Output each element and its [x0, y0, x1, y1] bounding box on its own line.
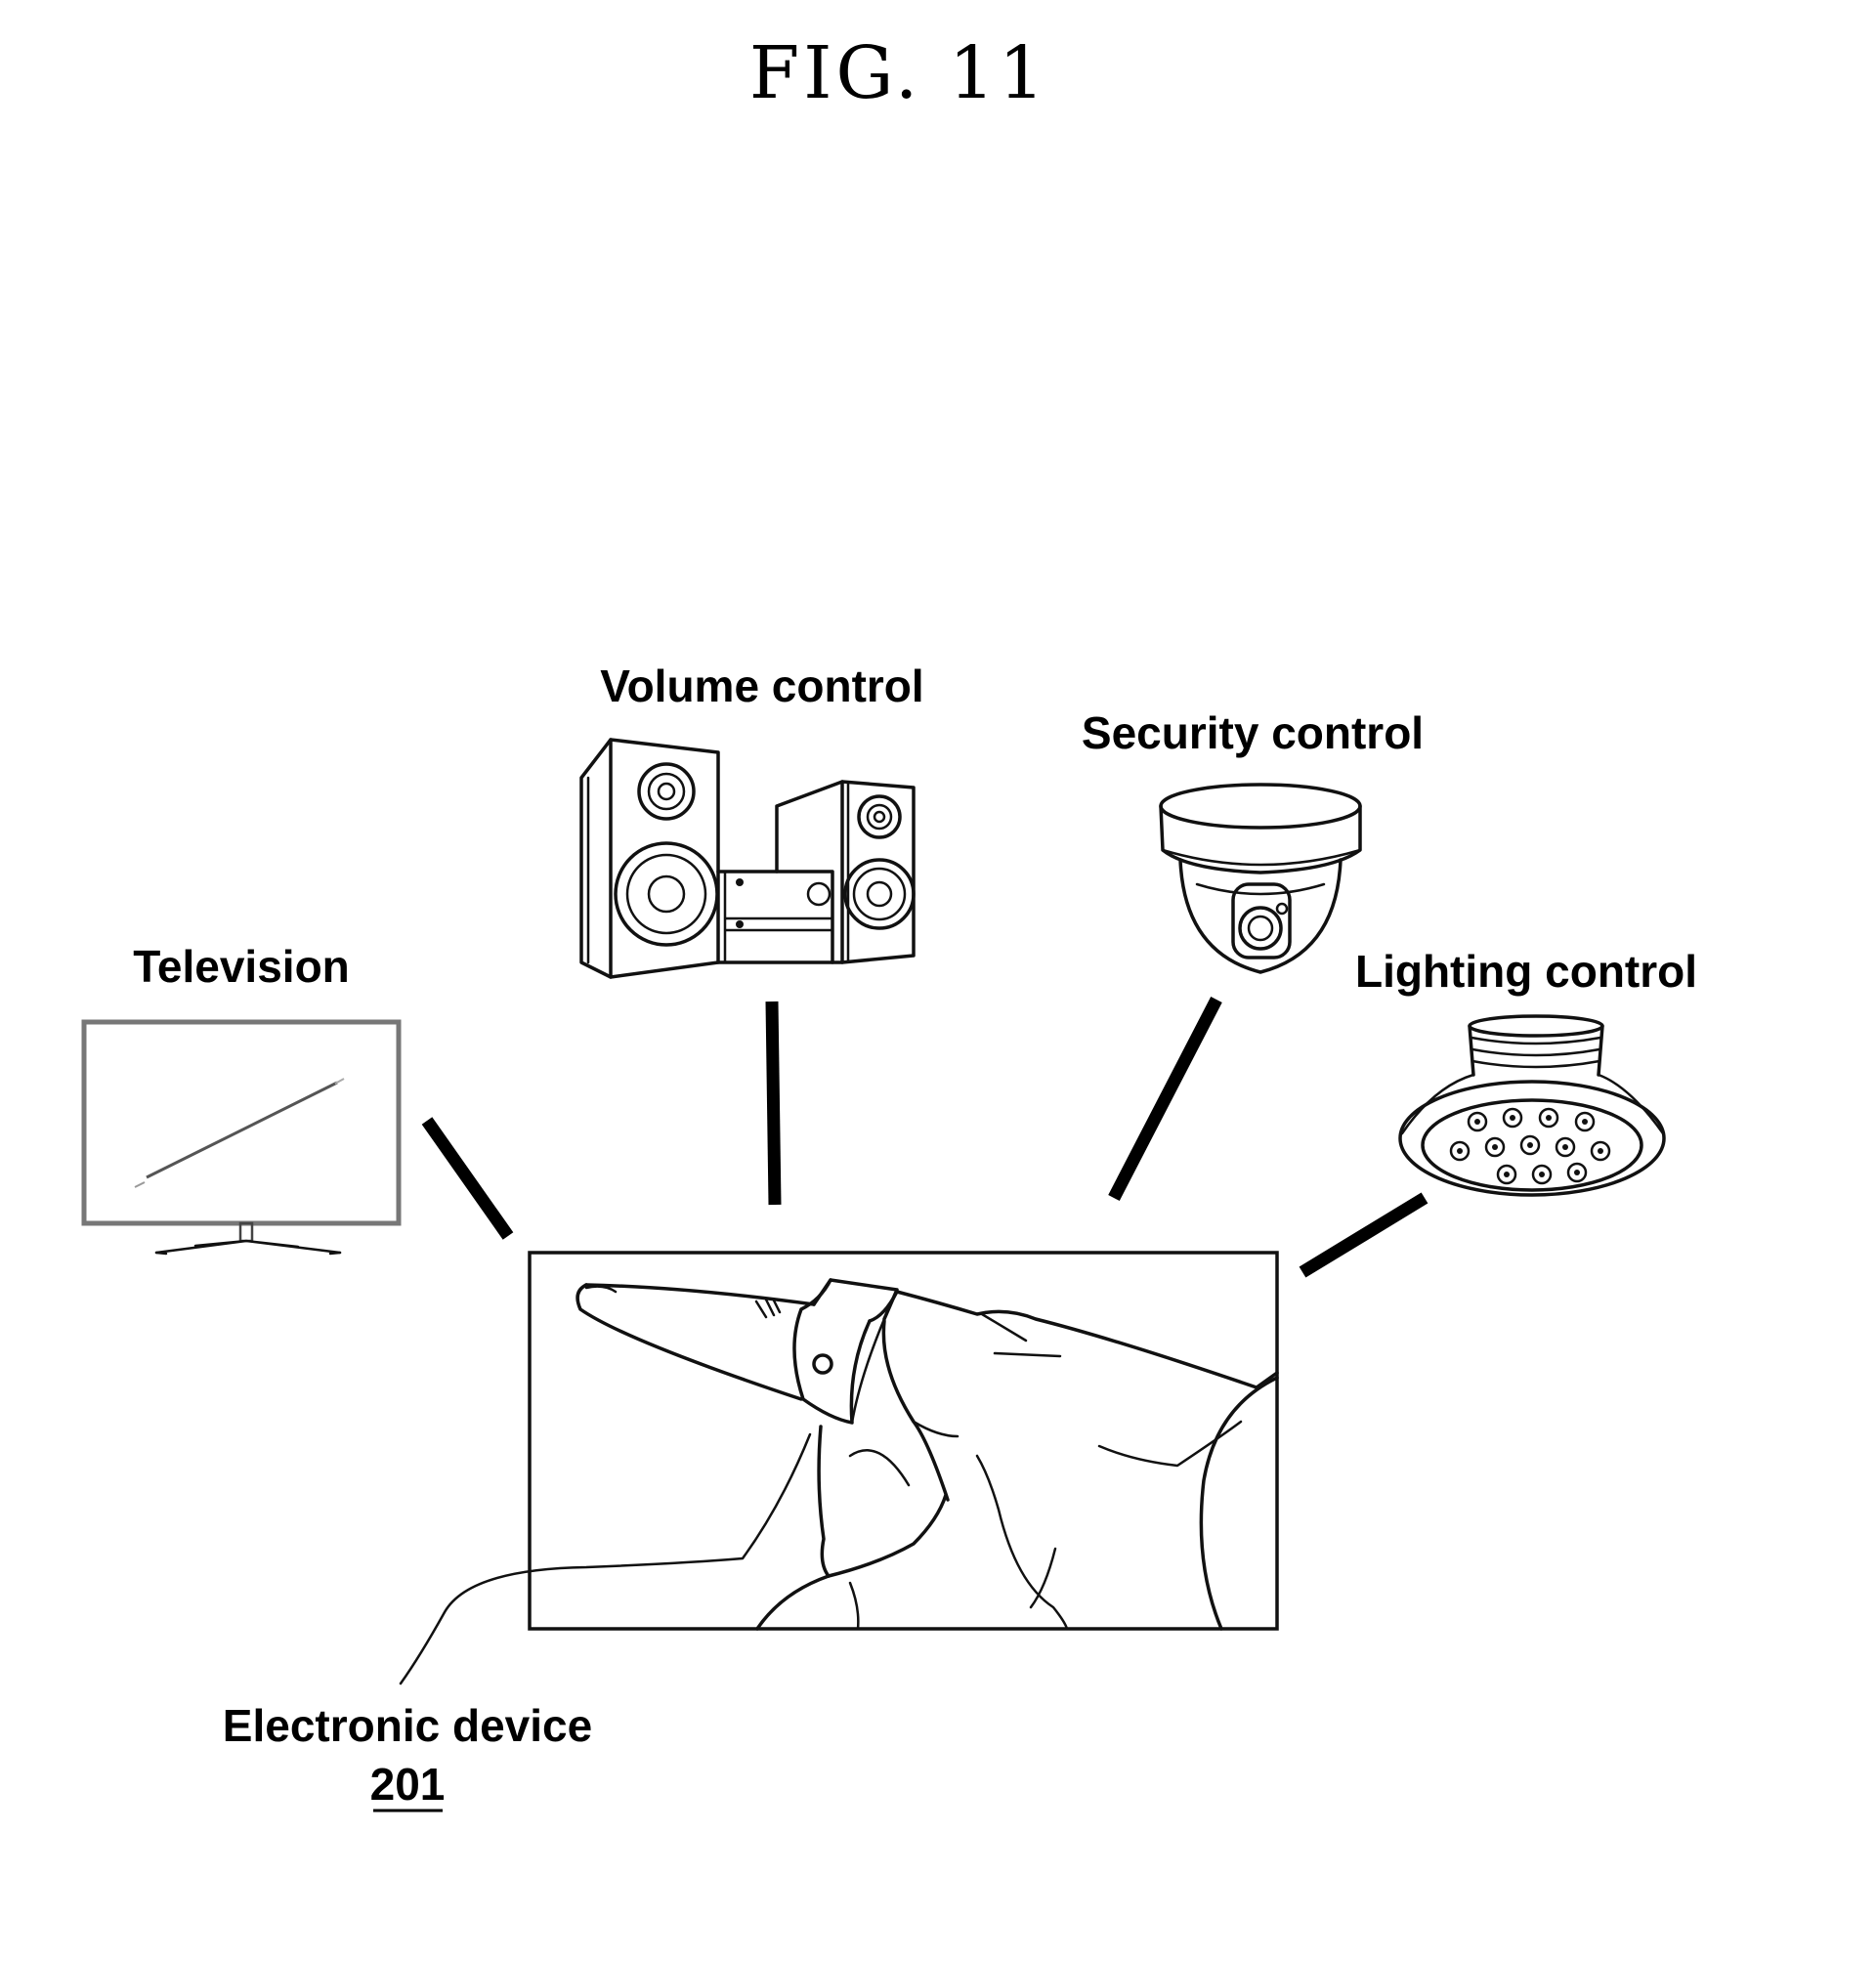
electronic-device-reference: 201 [370, 1759, 446, 1810]
electronic-device-box [528, 1251, 1279, 1631]
electronic-device-illustration [399, 1251, 1279, 1685]
television-connection-line [421, 1117, 514, 1240]
speaker-system-icon [579, 738, 916, 979]
volume-control-label: Volume control [600, 661, 923, 711]
ring-on-finger-icon [399, 1278, 1279, 1685]
television-icon [81, 1019, 402, 1256]
leader-line [399, 1432, 812, 1685]
lighting-connection-line [1299, 1192, 1428, 1278]
security-connection-line [1108, 997, 1222, 1201]
lighting-control-label: Lighting control [1355, 946, 1697, 997]
dome-camera-icon [1159, 783, 1362, 974]
security-control-label: Security control [1082, 707, 1424, 758]
electronic-device-label: Electronic device [223, 1700, 592, 1751]
led-downlight-icon [1398, 1014, 1666, 1197]
figure-title: FIG. 11 [749, 31, 1048, 115]
volume-connection-line [765, 1001, 782, 1206]
television-label: Television [133, 941, 350, 992]
